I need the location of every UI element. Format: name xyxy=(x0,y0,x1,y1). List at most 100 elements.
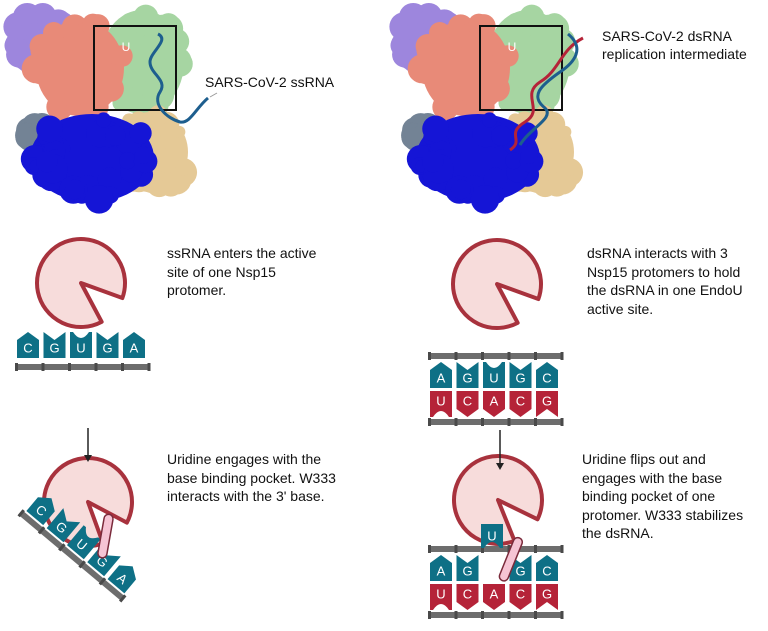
base-bottom xyxy=(509,584,532,610)
protomer-salmon-lobe xyxy=(467,20,480,34)
backbone-joint xyxy=(428,545,431,553)
caption-line: protomer. W333 stabilizes xyxy=(582,506,744,523)
protomer-salmon-lobe xyxy=(106,47,124,65)
base xyxy=(17,332,39,358)
base-bottom-letter: C xyxy=(463,587,472,602)
backbone-joint xyxy=(94,363,98,371)
base-top xyxy=(536,362,558,388)
protomer-salmon-lobe xyxy=(43,22,65,44)
caption-line: site of one Nsp15 xyxy=(167,263,276,280)
base-top-letter: G xyxy=(515,371,525,386)
base-letter: U xyxy=(76,341,85,356)
pacman-body xyxy=(35,237,127,329)
protomer-blue xyxy=(20,112,158,214)
base-letter: G xyxy=(102,341,112,356)
protomer-blue-lobe xyxy=(481,112,498,128)
caption-line: the dsRNA. xyxy=(582,525,654,541)
base-bottom xyxy=(509,391,532,417)
backbone-joint xyxy=(534,352,537,360)
base xyxy=(46,508,81,543)
backbone-joint xyxy=(507,611,511,619)
base xyxy=(123,332,145,358)
backbone-joint xyxy=(560,418,564,426)
backbone-joint xyxy=(41,363,45,371)
protomer-salmon-lobe xyxy=(62,91,77,107)
protomer-blue-lobe xyxy=(84,185,114,214)
protomer-tan-lobe xyxy=(168,139,188,159)
base-bottom xyxy=(483,391,505,417)
backbone-bar xyxy=(428,353,563,359)
dsrna-label-line: replication intermediate xyxy=(602,46,747,62)
base-bottom xyxy=(483,584,505,610)
base-top-letter: U xyxy=(489,371,498,386)
backbone-joint xyxy=(98,577,107,586)
dsrna-label: SARS-CoV-2 dsRNA replication intermediat… xyxy=(602,27,747,63)
flipped-uridine-letter: U xyxy=(487,529,496,544)
protomer-blue-lobe xyxy=(64,179,85,200)
protomer-purple-lobe xyxy=(9,24,28,42)
protomer-blue-lobe xyxy=(129,122,152,145)
caption-line: active site. xyxy=(587,300,654,317)
protomer-tan-lobe xyxy=(561,159,578,176)
protomer-blue-lobe xyxy=(422,115,450,143)
base-bottom xyxy=(430,584,452,610)
protomer-salmon-lobe xyxy=(81,20,94,34)
protomer-green-lobe xyxy=(127,87,143,103)
protomer-salmon-lobe xyxy=(483,75,510,102)
base-letter: A xyxy=(130,341,139,356)
protomer-green-lobe xyxy=(502,21,523,42)
protomer-salmon-lobe xyxy=(61,35,77,52)
protomer-blue-lobe xyxy=(490,125,512,147)
base xyxy=(107,565,136,594)
base-bottom xyxy=(456,391,479,417)
protomer-salmon-lobe xyxy=(448,91,463,107)
backbone-joint xyxy=(481,352,484,360)
backbone-joint xyxy=(560,352,564,360)
caption-line: Uridine engages with the xyxy=(167,451,322,467)
protomer-tan-lobe xyxy=(546,126,563,144)
protomer-blue-lobe xyxy=(515,122,538,145)
protomer-green-lobe xyxy=(519,4,545,30)
base-top xyxy=(456,555,479,581)
protomer-purple-lobe xyxy=(10,38,29,56)
dsrna-strand-red xyxy=(509,36,584,152)
protomer-blue-lobe xyxy=(36,115,64,143)
backbone-joint xyxy=(481,611,484,619)
protomer-salmon xyxy=(21,13,133,129)
protomer-tan-lobe xyxy=(155,112,168,125)
backbone-joint xyxy=(454,352,458,360)
base-top xyxy=(430,362,452,388)
backbone-joint xyxy=(507,352,511,360)
backbone-joint xyxy=(454,611,458,619)
backbone-bar xyxy=(428,546,563,552)
active-site-box xyxy=(93,25,177,111)
backbone-joint xyxy=(428,352,431,360)
protomer-salmon xyxy=(407,13,519,129)
caption-line: the dsRNA in one EndoU xyxy=(587,282,743,298)
pacman-body xyxy=(451,238,543,330)
caption-line: protomer. xyxy=(167,282,227,298)
caption-dsrna-interacts: dsRNA interacts with 3 Nsp15 protomers t… xyxy=(587,244,743,318)
protomer-blue-lobe xyxy=(95,112,112,128)
base-bottom xyxy=(456,584,479,610)
protomer-salmon-lobe xyxy=(492,47,510,65)
base-top xyxy=(536,555,558,581)
base-bottom-letter: G xyxy=(542,394,552,409)
backbone-joint xyxy=(78,560,86,569)
caption-line: Uridine flips out and xyxy=(582,451,706,467)
protomer-salmon-lobe xyxy=(429,22,451,44)
base-top xyxy=(483,362,505,388)
base-bottom-letter: C xyxy=(516,394,525,409)
protomer-blue-lobe xyxy=(470,185,500,214)
caption-line: dsRNA interacts with 3 xyxy=(587,245,728,261)
backbone-bar xyxy=(18,510,126,602)
protomer-salmon-lobe xyxy=(97,75,124,102)
active-site-box xyxy=(479,25,563,111)
backbone-joint xyxy=(534,418,537,426)
base-top-letter: G xyxy=(462,564,472,579)
active-site-u: U xyxy=(122,40,131,54)
